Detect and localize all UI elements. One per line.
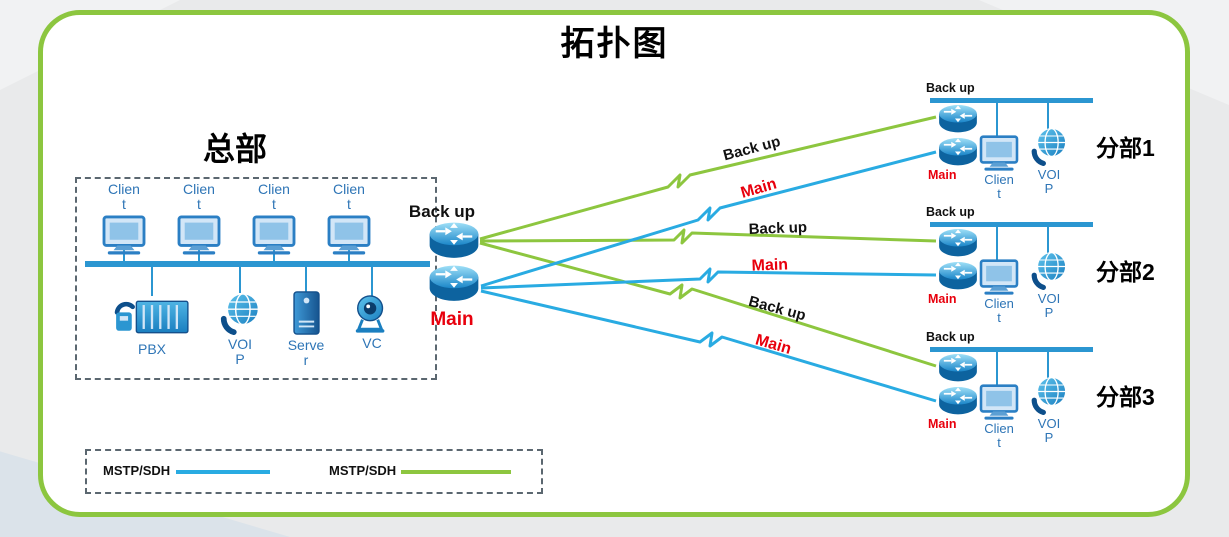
hq-client-4: Clien t [321, 181, 377, 255]
branch3-voip-label: VOI P [1037, 416, 1061, 446]
hq-voip-label: VOI P [227, 336, 253, 368]
branch2-bus [930, 222, 1093, 227]
hq-client-4-label: Clien t [333, 181, 365, 213]
legend-line-blue [176, 470, 270, 474]
hq-bus [85, 261, 430, 267]
hq-main-router-icon [426, 263, 482, 303]
client-computer-icon [978, 259, 1020, 295]
branch3-main-router-icon [936, 385, 980, 416]
client-computer-icon [176, 215, 222, 255]
hq-vc: VC [349, 294, 395, 351]
hq-client-3: Clien t [246, 181, 302, 255]
video-camera-icon [350, 294, 394, 334]
branch2-voip-label: VOI P [1037, 291, 1061, 321]
branch1-client: Clien t [976, 135, 1022, 202]
branch2-client-label: Clien t [984, 296, 1014, 326]
hq-vc-label: VC [362, 335, 382, 351]
client-computer-icon [978, 135, 1020, 171]
branch3-main-router-label: Main [928, 417, 957, 431]
branch3-backup-router-label: Back up [926, 330, 975, 344]
branch2-backup-router-label: Back up [926, 205, 975, 219]
hq-backup-router-label: Back up [408, 202, 476, 221]
hq-server: Serve r [287, 290, 325, 369]
branch1-backup-router-label: Back up [926, 81, 975, 95]
hq-title: 总部 [203, 131, 268, 167]
pbx-icon [112, 294, 192, 340]
hq-client-1-label: Clien t [108, 181, 140, 213]
hq-client-2: Clien t [171, 181, 227, 255]
client-computer-icon [251, 215, 297, 255]
voip-globe-icon [1029, 250, 1069, 290]
legend-label-mstp-sdh-blue: MSTP/SDH [103, 463, 171, 478]
hq-pbx-label: PBX [137, 341, 166, 357]
hq-server-label: Serve r [287, 337, 325, 369]
branch3-voip: VOI P [1028, 375, 1070, 446]
legend-line-green [401, 470, 511, 474]
client-computer-icon [326, 215, 372, 255]
page-title: 拓扑图 [560, 25, 669, 63]
branch2-main-router-label: Main [928, 292, 957, 306]
legend-label-mstp-sdh-green: MSTP/SDH [329, 463, 397, 478]
legend-box [85, 449, 543, 494]
branch3-backup-router-icon [936, 352, 980, 383]
branch2-backup-router-icon [936, 227, 980, 258]
hq-voip: VOI P [216, 291, 264, 368]
branch1-backup-router-icon [936, 103, 980, 134]
hq-main-router-label: Main [430, 309, 474, 330]
client-computer-icon [101, 215, 147, 255]
server-icon [292, 290, 321, 336]
branch1-client-label: Clien t [984, 172, 1014, 202]
branch3-bus [930, 347, 1093, 352]
hq-client-3-label: Clien t [258, 181, 290, 213]
branch1-bus [930, 98, 1093, 103]
hq-client-2-label: Clien t [183, 181, 215, 213]
branch1-voip: VOI P [1028, 126, 1070, 197]
branch3-name: 分部3 [1096, 384, 1155, 410]
branch2-main-router-icon [936, 260, 980, 291]
branch2-client: Clien t [976, 259, 1022, 326]
voip-globe-icon [218, 291, 262, 335]
branch1-name: 分部1 [1096, 135, 1155, 161]
branch2-name: 分部2 [1096, 259, 1155, 285]
hq-backup-router-icon [426, 220, 482, 260]
branch1-main-router-label: Main [928, 168, 957, 182]
branch2-voip: VOI P [1028, 250, 1070, 321]
branch3-client: Clien t [976, 384, 1022, 451]
voip-globe-icon [1029, 126, 1069, 166]
branch1-main-router-icon [936, 136, 980, 167]
client-computer-icon [978, 384, 1020, 420]
hq-pbx: PBX [110, 294, 194, 357]
branch3-client-label: Clien t [984, 421, 1014, 451]
voip-globe-icon [1029, 375, 1069, 415]
hq-client-1: Clien t [96, 181, 152, 255]
branch1-voip-label: VOI P [1037, 167, 1061, 197]
